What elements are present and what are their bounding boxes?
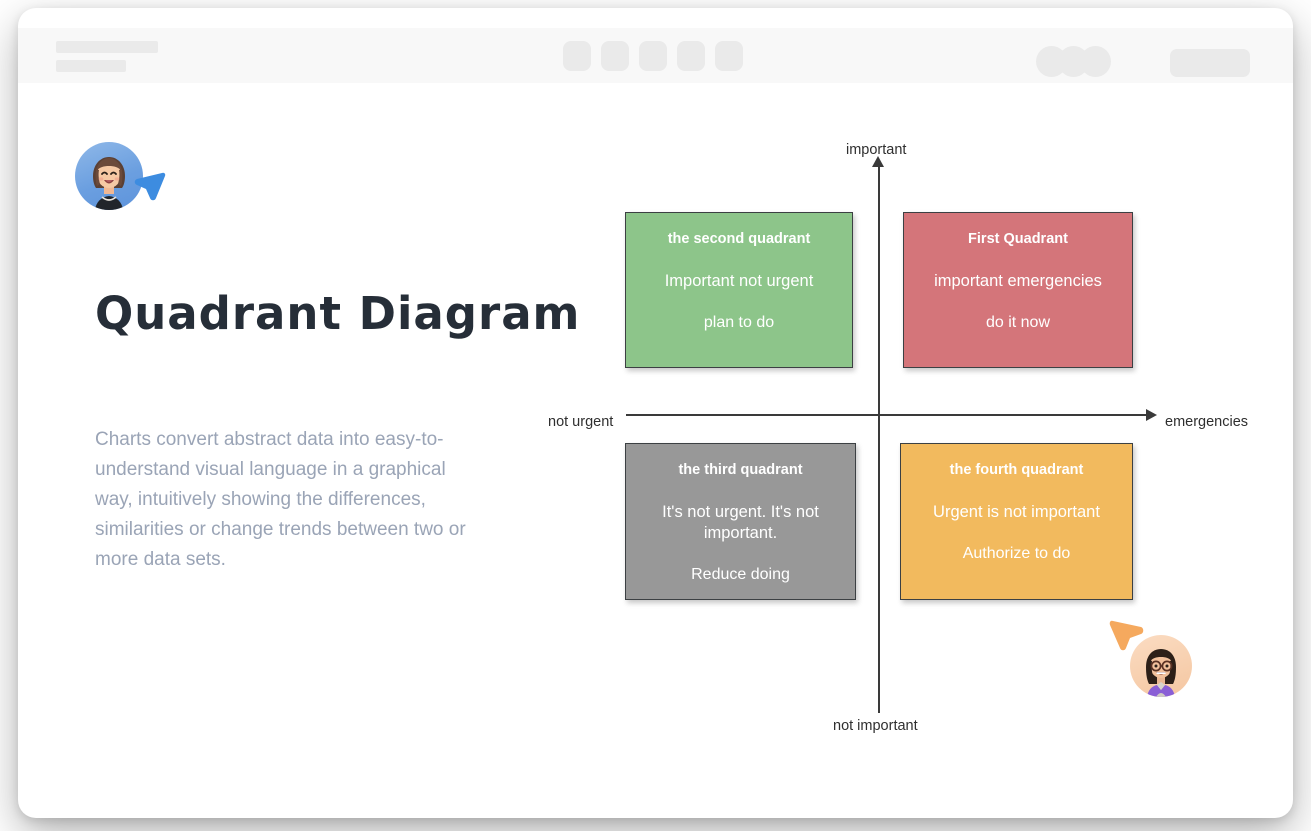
quadrant-fourth[interactable]: the fourth quadrant Urgent is not import… bbox=[900, 443, 1133, 600]
toolbar-title-placeholder bbox=[56, 41, 158, 53]
quadrant-fourth-title: the fourth quadrant bbox=[949, 462, 1084, 478]
axis-label-important: important bbox=[846, 142, 907, 158]
axis-label-not-important: not important bbox=[833, 718, 918, 734]
toolbar-tool-1[interactable] bbox=[563, 41, 591, 71]
collaborator-avatar-stack[interactable] bbox=[1036, 46, 1111, 77]
quadrant-third-title: the third quadrant bbox=[678, 462, 803, 478]
top-toolbar bbox=[18, 28, 1293, 83]
collaborator-avatar-3[interactable] bbox=[1080, 46, 1111, 77]
quadrant-third[interactable]: the third quadrant It's not urgent. It's… bbox=[625, 443, 856, 600]
toolbar-subtitle-placeholder bbox=[56, 60, 126, 72]
quadrant-second-body: Important not urgent bbox=[664, 272, 814, 290]
page-description: Charts convert abstract data into easy-t… bbox=[95, 429, 466, 570]
quadrant-first[interactable]: First Quadrant important emergencies do … bbox=[903, 212, 1133, 368]
toolbar-action-button[interactable] bbox=[1170, 49, 1250, 77]
app-window: Quadrant Diagram Charts convert abstract… bbox=[18, 8, 1293, 818]
user-avatar-peach bbox=[1130, 635, 1192, 697]
axis-label-emergencies: emergencies bbox=[1165, 414, 1249, 430]
toolbar-tool-group bbox=[563, 41, 743, 71]
arrow-right-icon bbox=[1146, 409, 1157, 421]
quadrant-fourth-action: Authorize to do bbox=[962, 545, 1071, 562]
page-title: Quadrant Diagram bbox=[95, 287, 581, 340]
quadrant-first-title: First Quadrant bbox=[968, 231, 1068, 247]
toolbar-tool-2[interactable] bbox=[601, 41, 629, 71]
quadrant-third-action: Reduce doing bbox=[691, 566, 790, 583]
quadrant-first-action: do it now bbox=[985, 314, 1051, 331]
quadrant-second[interactable]: the second quadrant Important not urgent… bbox=[625, 212, 853, 368]
quadrant-fourth-body: Urgent is not important bbox=[933, 503, 1100, 521]
toolbar-tool-3[interactable] bbox=[639, 41, 667, 71]
user-avatar-blue bbox=[75, 142, 143, 210]
quadrant-diagram: important not important not urgent emerg… bbox=[18, 8, 1293, 818]
horizontal-axis bbox=[626, 414, 1151, 416]
axis-label-not-urgent: not urgent bbox=[548, 414, 614, 430]
toolbar-tool-4[interactable] bbox=[677, 41, 705, 71]
toolbar-tool-5[interactable] bbox=[715, 41, 743, 71]
vertical-axis bbox=[878, 163, 880, 713]
quadrant-second-title: the second quadrant bbox=[667, 231, 811, 247]
pointer-cursor-orange bbox=[1107, 617, 1149, 662]
quadrant-first-body: important emergencies bbox=[934, 272, 1102, 290]
arrow-up-icon bbox=[872, 156, 884, 167]
quadrant-second-action: plan to do bbox=[703, 314, 775, 331]
quadrant-third-body: It's not urgent. It's not important. bbox=[662, 503, 819, 542]
